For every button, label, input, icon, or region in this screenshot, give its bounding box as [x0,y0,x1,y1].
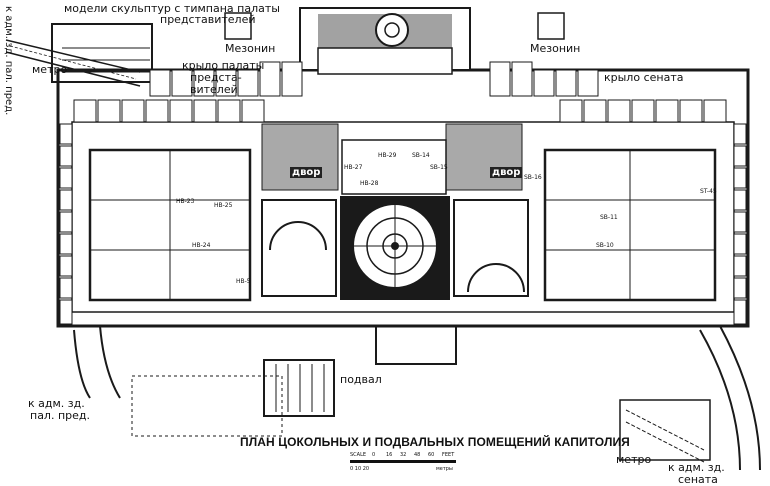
scale-rule [350,460,456,463]
scale-sub-left: 0 10 20 [350,466,370,472]
scale-unit: FEET [442,452,455,458]
label-representatives: представителей [160,13,256,26]
top-portico [224,7,565,75]
room-label: HB-28 [360,180,379,187]
scale-sub-right: метры [436,466,453,472]
scale-bar: SCALE 0 16 32 48 60 FEET 0 10 20 метры [350,452,460,476]
label-tympanum-models: модели скульптур с тимпана палаты [64,2,280,15]
room-grid-right [489,61,747,325]
room-label: SB-16 [524,174,542,181]
label-basement: подвал [340,373,382,386]
label-courtyard-left: двор [290,167,323,178]
room-label: HB-29 [378,152,397,159]
label-metro-bottom: метро [616,453,652,466]
room-label: SB-14 [412,152,430,159]
room-label: SB-11 [600,214,618,221]
room-label: HB-23 [176,198,195,205]
label-to-house-building-1: к адм. зд. [28,397,85,410]
bottom-structures [73,325,761,471]
room-label: ST-45 [700,188,717,195]
label-mezzanine-left: Мезонин [225,42,276,55]
label-vertical-house-building: к адм. зд. пал. пред. [3,6,14,116]
label-house-wing-1: крыло палаты [182,59,265,72]
label-metro-top: метро [32,63,68,76]
plan-title: ПЛАН ЦОКОЛЬНЫХ И ПОДВАЛЬНЫХ ПОМЕЩЕНИЙ КА… [240,435,630,449]
label-to-senate-building-1: к адм. зд. [668,461,725,474]
room-label: HB-27 [344,164,363,171]
central-crypt [340,139,450,300]
room-label: SB-10 [596,242,614,249]
scale-tick: 48 [414,452,421,458]
label-senate-wing: крыло сената [604,71,684,84]
interior-halls [88,148,717,302]
room-label: HB-5 [236,278,251,285]
label-mezzanine-right: Мезонин [530,42,581,55]
label-to-house-building-2: пал. пред. [30,409,91,422]
room-grid-left [59,61,303,325]
scale-tick: 0 [372,452,376,458]
label-to-senate-building-2: сената [678,473,718,486]
scale-tick: 32 [400,452,407,458]
scale-tick: 60 [428,452,435,458]
label-courtyard-right: двор [490,167,523,178]
room-label: SB-15 [430,164,448,171]
label-house-wing-3: вителей [190,83,238,96]
scale-label: SCALE [350,452,367,458]
courtyards [261,123,523,191]
label-house-wing-2: предста- [190,71,242,84]
scale-tick: 16 [386,452,393,458]
room-label: HB-25 [214,202,233,209]
metro-tunnel-top [5,23,153,87]
room-label: HB-24 [192,242,211,249]
